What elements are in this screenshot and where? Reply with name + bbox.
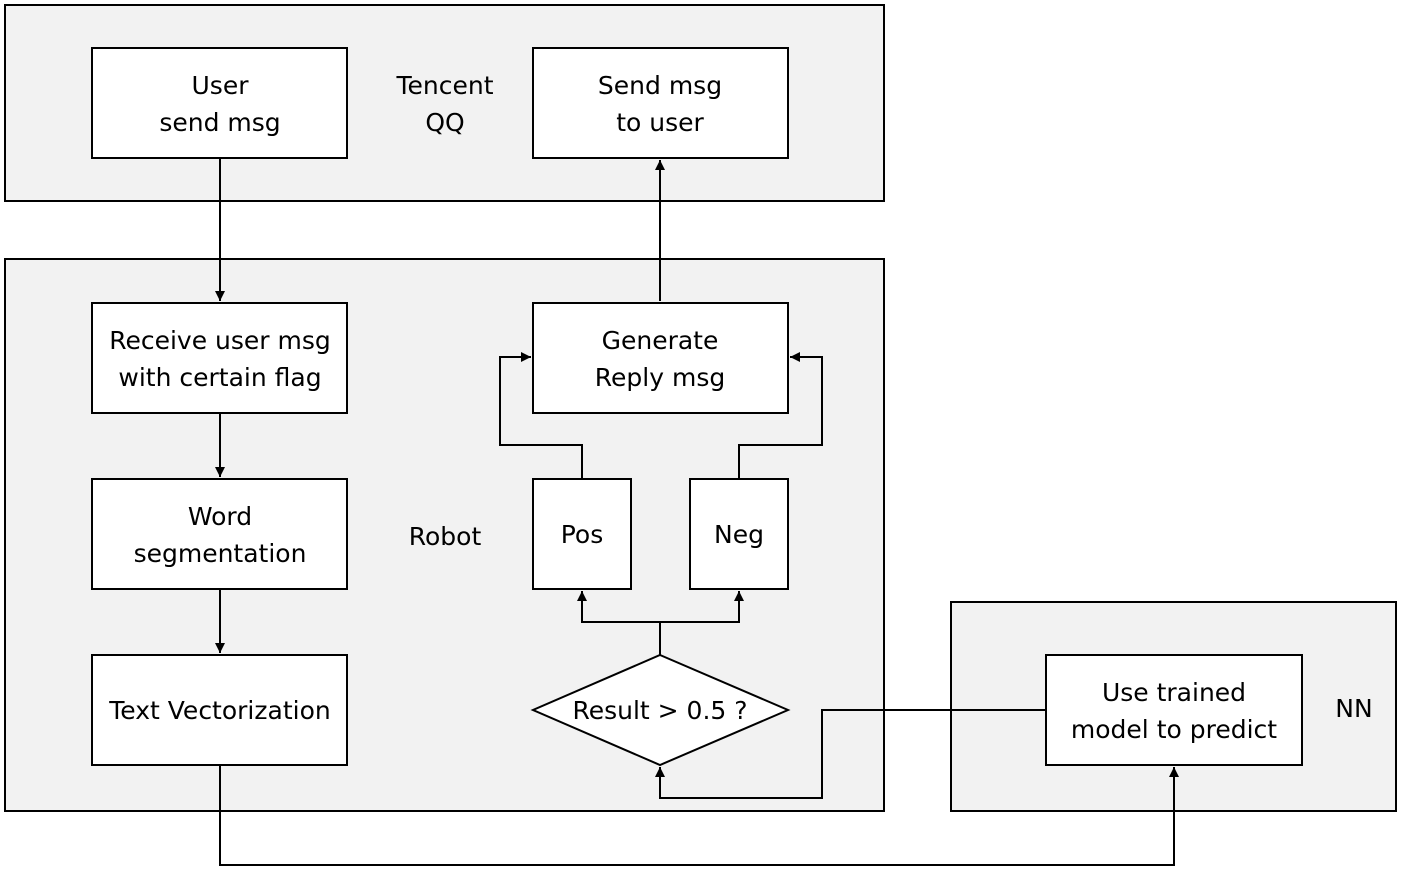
generate-reply-line2: Reply msg xyxy=(595,363,725,392)
user-send-line2: send msg xyxy=(159,108,280,137)
send-to-user-line2: to user xyxy=(616,108,704,137)
arrow-vector-to-predict xyxy=(219,765,1179,866)
word-seg-line2: segmentation xyxy=(134,539,307,568)
predict-line2: model to predict xyxy=(1071,715,1277,744)
pos-label: Pos xyxy=(561,520,604,549)
tencent-qq-label-line2: QQ xyxy=(425,108,464,137)
robot-label: Robot xyxy=(409,522,482,551)
node-pos: Pos xyxy=(532,478,632,590)
node-text-vectorization: Text Vectorization xyxy=(91,654,348,766)
node-user-send-msg: User send msg xyxy=(91,47,348,159)
arrow-decision-to-pos xyxy=(577,591,661,655)
generate-reply-line1: Generate xyxy=(602,326,719,355)
connectors xyxy=(215,158,1179,866)
receive-msg-line1: Receive user msg xyxy=(109,326,331,355)
nn-label: NN xyxy=(1335,694,1372,723)
node-use-trained-model: Use trained model to predict xyxy=(1045,654,1303,766)
node-send-msg-to-user: Send msg to user xyxy=(532,47,789,159)
word-seg-line1: Word xyxy=(188,502,252,531)
node-word-segmentation: Word segmentation xyxy=(91,478,348,590)
decision-label: Result > 0.5 ? xyxy=(572,696,747,725)
neg-label: Neg xyxy=(714,520,764,549)
arrow-neg-to-generate xyxy=(738,352,823,479)
receive-msg-line2: with certain flag xyxy=(118,363,321,392)
arrow-decision-to-neg xyxy=(660,591,744,623)
node-neg: Neg xyxy=(689,478,789,590)
node-generate-reply: Generate Reply msg xyxy=(532,302,789,414)
arrow-predict-to-decision xyxy=(655,709,1046,799)
node-receive-user-msg: Receive user msg with certain flag xyxy=(91,302,348,414)
node-decision: Result > 0.5 ? xyxy=(530,653,791,767)
predict-line1: Use trained xyxy=(1102,678,1246,707)
text-vec-line1: Text Vectorization xyxy=(108,696,330,725)
tencent-qq-label-line1: Tencent xyxy=(395,71,493,100)
arrow-pos-to-generate xyxy=(499,352,583,479)
user-send-line1: User xyxy=(192,71,250,100)
send-to-user-line1: Send msg xyxy=(598,71,722,100)
